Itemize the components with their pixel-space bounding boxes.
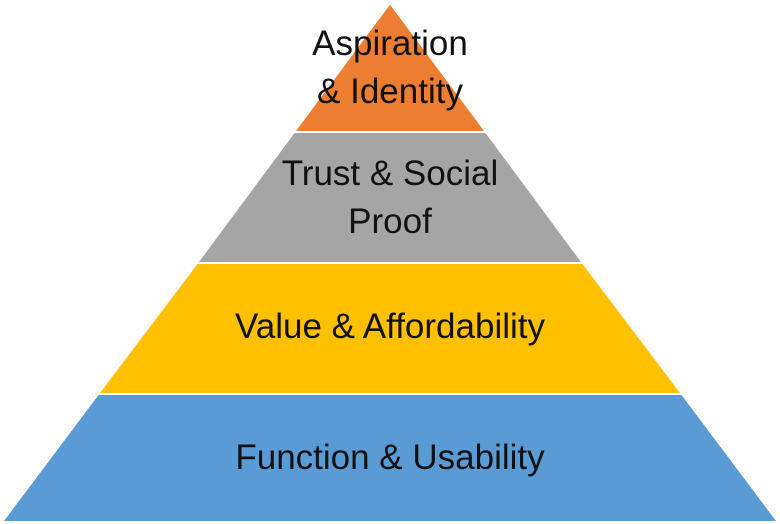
level-label-trust-social-proof: Trust & Social Proof <box>281 154 499 241</box>
level-label-function-usability: Function & Usability <box>235 438 545 477</box>
level-label-aspiration-identity: Aspiration & Identity <box>312 24 468 111</box>
pyramid-level-aspiration-identity <box>292 1 488 133</box>
level-label-value-affordability: Value & Affordability <box>234 307 545 346</box>
